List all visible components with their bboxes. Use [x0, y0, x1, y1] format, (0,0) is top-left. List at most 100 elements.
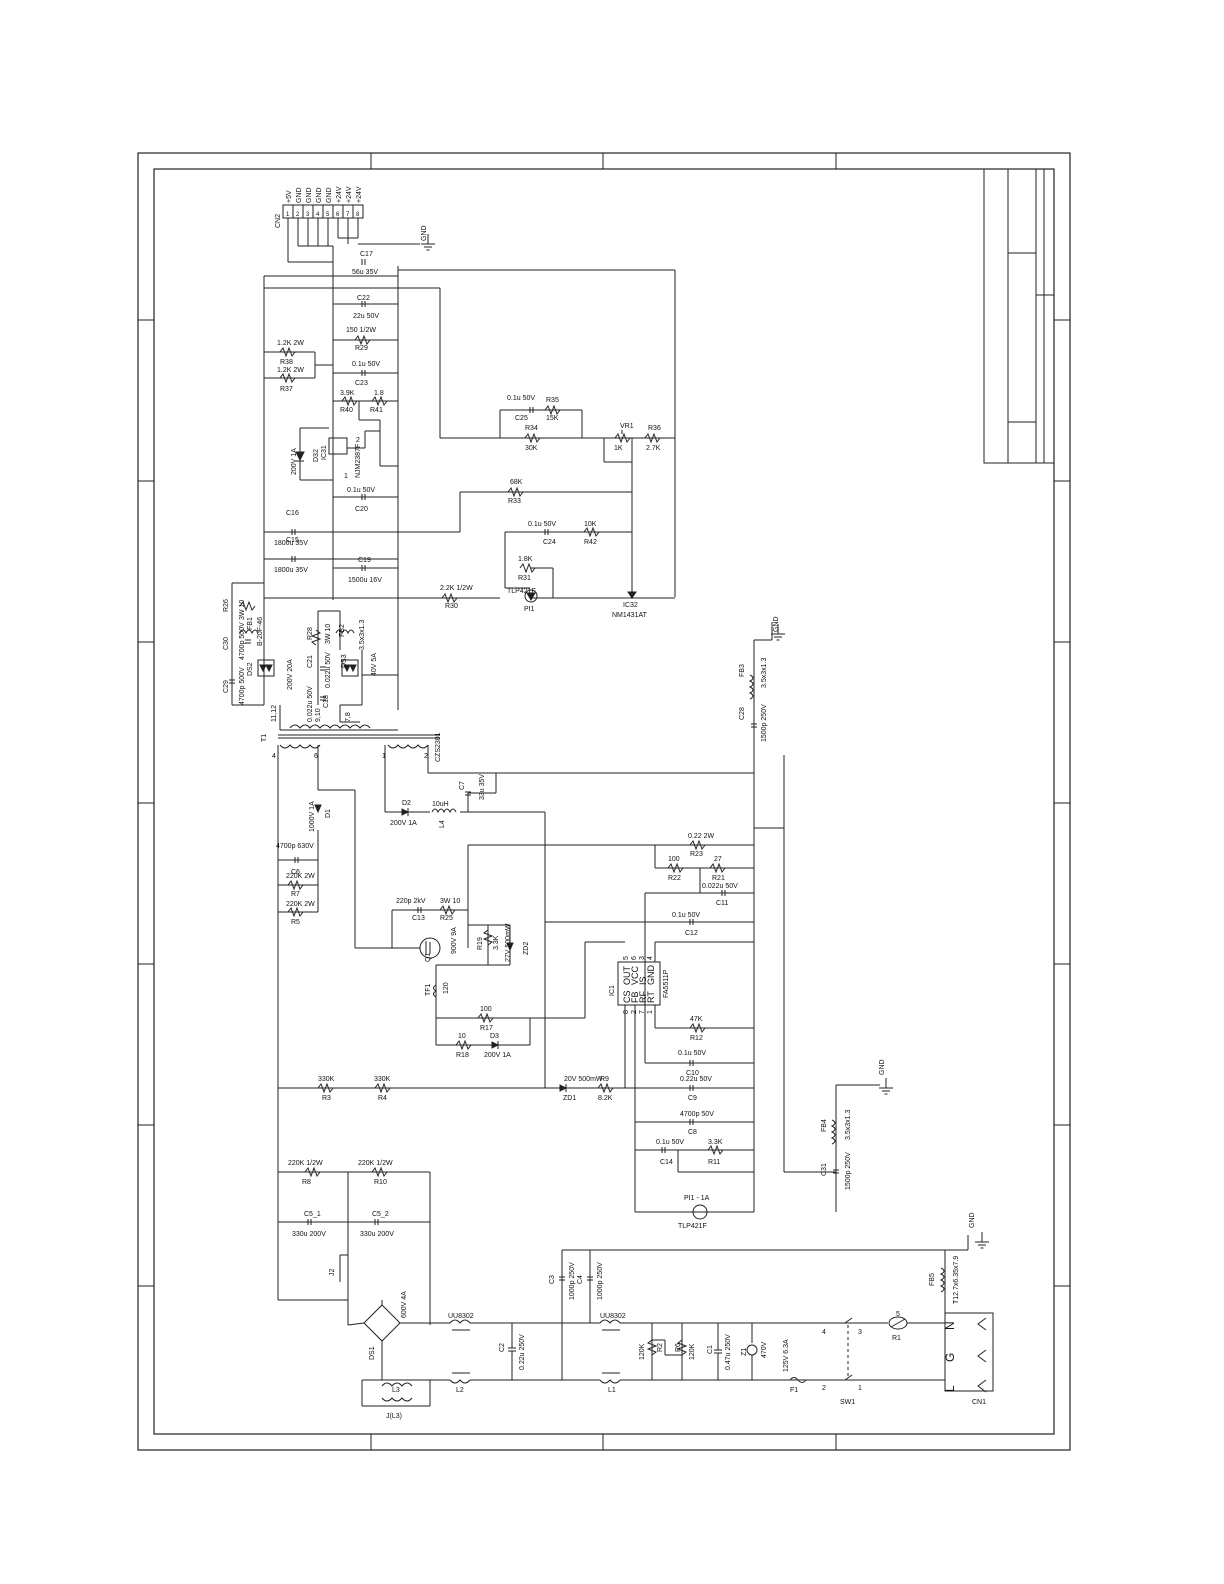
ds1-ref: DS1 [369, 1346, 376, 1360]
cn1-pin-l: L [943, 1385, 957, 1392]
c30-ref: C30 [223, 637, 230, 650]
d32-value: 200V 1A [291, 448, 298, 475]
r40-value: 3.9K [340, 390, 355, 397]
c19-value: 1500u 16V [348, 577, 382, 584]
cn2-pin-2: GND [296, 187, 303, 203]
c16-value: 1800u 35V [274, 540, 308, 547]
c3-value: 1000p 250V [569, 1262, 576, 1300]
sw1-ref: SW1 [840, 1399, 855, 1406]
secondary-wiring [231, 261, 676, 731]
r42-ref: R42 [584, 539, 597, 546]
r9-value: 8.2K [598, 1095, 613, 1102]
cn1-pin-labels: N G L [943, 1321, 957, 1392]
fb4-value: 3.5x3x1.3 [845, 1110, 852, 1140]
sw-pin-1: 1 [858, 1385, 862, 1392]
c1-ref: C1 [707, 1345, 714, 1354]
r18-value: 10 [458, 1033, 466, 1040]
cn2-pinnum-6: 6 [336, 212, 340, 218]
d3-ref: D3 [490, 1033, 499, 1040]
ic31-part: NJM2387F [355, 444, 362, 478]
r41-value: 1.8 [374, 390, 384, 397]
pi1-ref: PI1 [524, 606, 535, 613]
r36-value: 2.7K [646, 445, 661, 452]
cn2-pinnum-8: 8 [356, 212, 360, 218]
c28-ref: C28 [739, 707, 746, 720]
r12-ref: R12 [690, 1035, 703, 1042]
primary-labels: GND FB3 3.5x3x1.3 C28 1500p 250V C7 33u … [276, 616, 886, 1276]
ic1-pin-is: IS [638, 976, 648, 985]
input-wiring [347, 1235, 994, 1407]
cn2-pinnum-4: 4 [316, 212, 320, 218]
fb1-ref: FB1 [247, 617, 254, 630]
j2-ref: J2 [329, 1269, 336, 1277]
r17-ref: R17 [480, 1025, 493, 1032]
primary-symbols [287, 674, 839, 1225]
r34-value: 30K [525, 445, 538, 452]
cn2-pinnum-2: 2 [296, 212, 300, 218]
fb1-value: B-20F-46 [257, 617, 264, 646]
r28-ref: R28 [307, 627, 314, 640]
r7-ref: R7 [291, 891, 300, 898]
ic1-pinnum-2: 2 [631, 1010, 638, 1014]
c21-ref: C21 [307, 655, 314, 668]
j-l3-label: J(L3) [386, 1413, 402, 1420]
t1-pin-7-8: 7,8 [345, 712, 352, 722]
ic1-pinnum-6: 6 [631, 956, 638, 960]
cn2-pin-3: GND [306, 187, 313, 203]
zd1-ref: ZD1 [563, 1095, 576, 1102]
ic1-pinnum-4: 4 [647, 956, 654, 960]
c25-value: 0.1u 50V [507, 395, 535, 402]
c14-ref: C14 [660, 1159, 673, 1166]
r17-value: 100 [480, 1006, 492, 1013]
c2-ref: C2 [499, 1343, 506, 1352]
cn2-pin-1: +5V [286, 190, 293, 203]
d3-value: 200V 1A [484, 1052, 511, 1059]
cn2-pinnum-1: 1 [286, 212, 290, 218]
r6-value: 120K [689, 1343, 696, 1360]
c25-ref: C25 [515, 415, 528, 422]
connector-cn2: +5V GND GND GND GND +24V +24V +24V CN2 1… [275, 186, 436, 262]
r4-ref: R4 [378, 1095, 387, 1102]
ic1-pinnum-8: 8 [623, 1010, 630, 1014]
c9-value: 0.22u 50V [680, 1076, 712, 1083]
r23-value: 0.22 2W [688, 833, 714, 840]
c6-value: 4700p 630V [276, 843, 314, 850]
r29-value: 150 1/2W [346, 327, 376, 334]
d2-ref: D2 [402, 800, 411, 807]
c10-ref: C10 [686, 1070, 699, 1077]
cn1-pin-g: G [943, 1353, 957, 1362]
r37-value: 1.2K 2W [277, 367, 304, 374]
r22-ref: R22 [668, 875, 681, 882]
r38-ref: R38 [280, 359, 293, 366]
d1-ref: D1 [325, 809, 332, 818]
ic1-pin-out: OUT [622, 966, 632, 986]
gnd-label-cn1: GND [969, 1212, 976, 1228]
r5-value: 220K 2W [286, 901, 315, 908]
cn2-pin-6: +24V [336, 186, 343, 203]
ic1-pinnum-3: 3 [639, 956, 646, 960]
c12-ref: C12 [685, 930, 698, 937]
cn1-pin-n: N [943, 1321, 957, 1330]
c31-ref: C31 [821, 1163, 828, 1176]
sw-pin-4: 4 [822, 1329, 826, 1336]
r4-value: 330K [374, 1076, 391, 1083]
ic1-pin-cs: CS [622, 990, 632, 1003]
r1-ref: R1 [892, 1335, 901, 1342]
t1-pin-9-10: 9,10 [315, 708, 322, 722]
r35-ref: R35 [546, 397, 559, 404]
c1-value: 0.47u 250V [725, 1334, 732, 1370]
f1-ref: F1 [790, 1387, 798, 1394]
c5-2-value: 330u 200V [360, 1231, 394, 1238]
c18-ref: C18 [323, 695, 330, 708]
d32-ref: D32 [313, 449, 320, 462]
cn2-pinnum-5: 5 [326, 212, 330, 218]
fb3-value: 3.5x3x1.3 [761, 658, 768, 688]
l1-ref: L1 [608, 1387, 616, 1394]
t1-pin-6: 6 [314, 753, 318, 760]
t1-pin-11-12: 11,12 [271, 705, 278, 722]
c6-ref: C6 [291, 869, 300, 876]
r42-value: 10K [584, 521, 597, 528]
r19-value: 3.3K [493, 935, 500, 950]
r11-ref: R11 [708, 1159, 720, 1166]
cn2-pin-8: +24V [356, 186, 363, 203]
